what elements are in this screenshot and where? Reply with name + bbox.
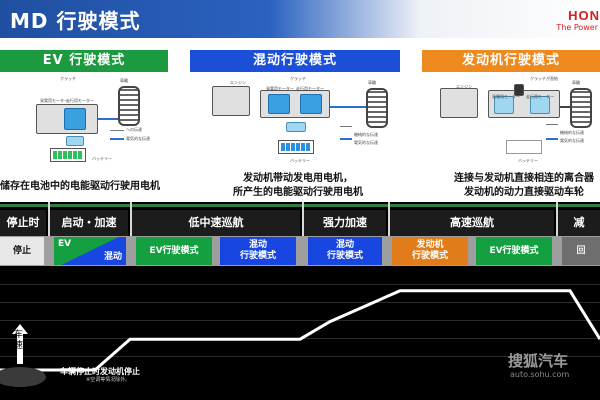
chip-engine-mode: 发动机 行驶模式 xyxy=(392,237,468,265)
phase-bar xyxy=(0,204,600,207)
page-title: MD 行驶模式 xyxy=(10,9,141,33)
hybrid-mode-title: 混动行驶模式 xyxy=(190,50,400,72)
diagram-label: 車輪 xyxy=(572,80,580,85)
stop-note: 车辆停止时发动机停止 xyxy=(60,367,140,376)
hybrid-mode-diagram: エンジン クラッチ 車輪 発電用モーター 走行用モーター 機械的な伝達 電気的な… xyxy=(190,76,400,168)
generator-motor xyxy=(494,96,514,114)
power-flow xyxy=(98,118,118,120)
legend-mech: への伝達 xyxy=(126,127,142,132)
diagram-label: 車輪 xyxy=(368,80,376,85)
hybrid-mode-description: 发动机带动发电用电机， 所产生的电能驱动行驶用电机 xyxy=(233,173,363,198)
wheel xyxy=(366,88,388,128)
legend-line xyxy=(110,130,124,131)
grid-line xyxy=(0,302,600,303)
battery-icon xyxy=(50,148,86,162)
chip-ev-mode: EV行驶模式 xyxy=(136,237,212,265)
legend-line xyxy=(340,126,352,127)
pcu xyxy=(66,136,84,146)
generator-motor xyxy=(268,94,290,114)
diagram-label: クラッチ xyxy=(290,76,306,81)
legend-mech: 機械的な伝達 xyxy=(354,132,378,137)
drive-motor xyxy=(64,108,86,130)
speed-line xyxy=(0,289,600,372)
wheel xyxy=(570,88,592,128)
engine-block xyxy=(212,86,250,116)
grid-line xyxy=(0,320,600,321)
diagram-label: 走行用モーター xyxy=(296,86,324,91)
wheel xyxy=(118,86,140,126)
phase-separator xyxy=(130,202,132,237)
engine-mode-diagram: エンジン クラッチが直結 車輪 発電用モーター 走行用モーター 機械的な伝達 電… xyxy=(422,76,600,168)
battery-label: バッテリー xyxy=(518,158,538,163)
engine-mode-title: 发动机行驶模式 xyxy=(422,50,600,72)
chip-hybrid-mode: 混动 行驶模式 xyxy=(308,237,382,265)
ev-mode-diagram: クラッチ 発電用モーター 走行用モーター 車輪 への伝達 電気的な伝達 バッテリ… xyxy=(0,76,168,168)
legend-elec: 電気的な伝達 xyxy=(126,136,150,141)
watermark: 搜狐汽车 xyxy=(508,352,569,370)
chip-hybrid-mode: 混动 行驶模式 xyxy=(220,237,296,265)
speed-chart xyxy=(0,289,600,387)
phase-decel: 减 xyxy=(558,210,600,236)
diagram-label: 走行用モーター xyxy=(66,98,94,103)
car-icon xyxy=(0,367,46,387)
legend-line xyxy=(546,138,558,140)
driving-timeline: 停止时 启动・加速 低中速巡航 强力加速 高速巡航 减 停止 EV 混动 EV行… xyxy=(0,202,600,400)
legend-elec: 電気的な伝達 xyxy=(560,138,584,143)
power-flow xyxy=(330,106,366,108)
clutch xyxy=(514,84,524,96)
phase-stop: 停止时 xyxy=(0,210,46,236)
phase-separator xyxy=(388,202,390,237)
phase-separator xyxy=(48,202,50,237)
phase-start-accel: 启动・加速 xyxy=(50,210,128,236)
watermark-url: auto.sohu.com xyxy=(510,370,570,379)
diagram-label: 発電用モーター xyxy=(266,86,294,91)
chip-hybrid-label: 混动 xyxy=(103,252,122,262)
diagram-label: 車輪 xyxy=(120,78,128,83)
drive-motor xyxy=(300,94,322,114)
logo-tagline: The Power xyxy=(556,23,598,32)
ev-mode-title: EV 行驶模式 xyxy=(0,50,168,72)
chip-ev-mode: EV行驶模式 xyxy=(476,237,552,265)
pcu xyxy=(286,122,306,132)
mech-link xyxy=(560,106,570,108)
y-axis-label: 车速 xyxy=(14,330,24,351)
diagram-label: 発電用モーター xyxy=(40,98,68,103)
legend-line xyxy=(110,138,124,140)
phase-separator xyxy=(556,202,558,237)
stop-note-sub: ※空调等情况除外。 xyxy=(86,377,131,383)
grid-line xyxy=(0,284,600,285)
engine-mode-description: 连接与发动机直接相连的离合器 发动机的动力直接驱动车轮 xyxy=(454,173,594,198)
legend-line xyxy=(340,138,352,140)
legend-mech: 機械的な伝達 xyxy=(560,130,584,135)
battery-label: バッテリー xyxy=(92,156,112,161)
diagram-label: エンジン xyxy=(230,80,246,85)
phase-high-cruise: 高速巡航 xyxy=(390,210,554,236)
chip-regen: 回 xyxy=(562,237,600,265)
legend-elec: 電気的な伝達 xyxy=(354,140,378,145)
battery-icon xyxy=(506,140,542,154)
phase-strong-accel: 强力加速 xyxy=(304,210,386,236)
grid-line xyxy=(0,356,600,357)
battery-label: バッテリー xyxy=(290,158,310,163)
chip-ev-hybrid: EV 混动 xyxy=(54,237,126,265)
diagram-label: クラッチ xyxy=(60,76,76,81)
phase-low-mid-cruise: 低中速巡航 xyxy=(132,210,300,236)
header-banner: MD 行驶模式 HON The Power xyxy=(0,0,600,38)
battery-icon xyxy=(278,140,314,154)
phase-separator xyxy=(302,202,304,237)
drive-motor xyxy=(530,96,550,114)
honda-logo: HON xyxy=(568,8,600,23)
chip-ev-label: EV xyxy=(58,239,72,249)
chip-stop: 停止 xyxy=(0,237,44,265)
diagram-label: 走行用モーター xyxy=(526,94,554,99)
legend-line xyxy=(546,124,558,125)
engine-block xyxy=(440,88,478,118)
ev-mode-description: 储存在电池中的电能驱动行驶用电机 xyxy=(0,181,160,192)
up-arrow-icon xyxy=(12,324,28,364)
diagram-label: 発電用モーター xyxy=(492,94,520,99)
diagram-label: クラッチが直結 xyxy=(530,76,558,81)
diagram-label: エンジン xyxy=(456,84,472,89)
